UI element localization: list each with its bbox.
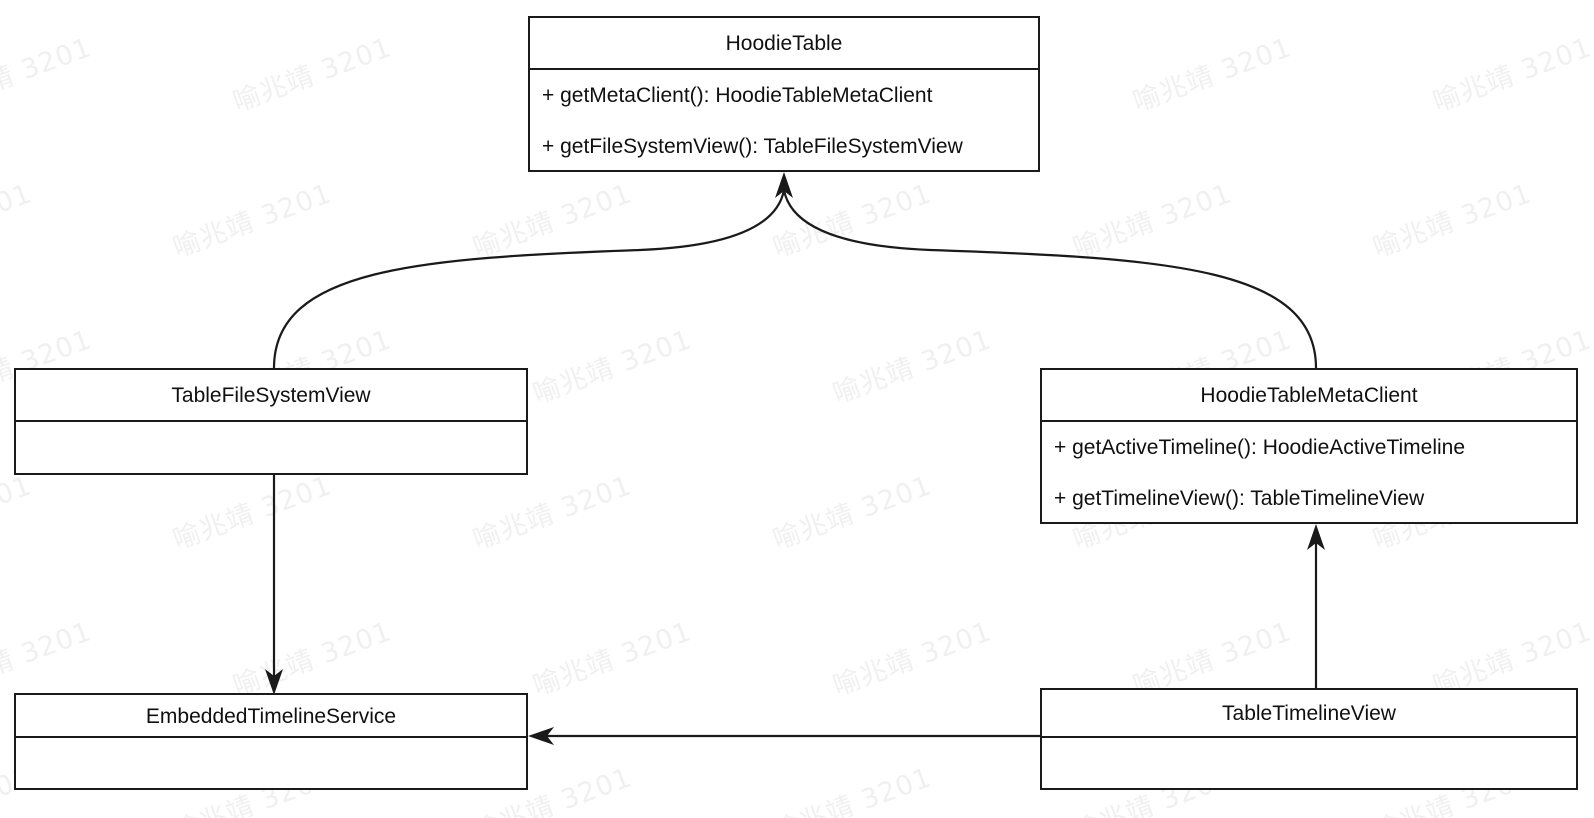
class-name-table-timeline-view: TableTimelineView: [1042, 690, 1576, 738]
arrowhead-into-hoodietablemetaclient-bottom: [1307, 524, 1325, 550]
watermark-text: 喻兆靖 3201: [769, 470, 936, 557]
watermark-text: 喻兆靖 3201: [1429, 32, 1594, 119]
class-box-hoodie-table[interactable]: HoodieTable + getMetaClient(): HoodieTab…: [528, 16, 1040, 172]
arrowhead-into-embeddedtimelineservice-top: [265, 669, 283, 695]
class-members-table-timeline-view: [1042, 738, 1576, 790]
watermark-text: 喻兆靖 3201: [469, 178, 636, 265]
watermark-text: 喻兆靖 3201: [169, 178, 336, 265]
watermark-text: 喻兆靖 3201: [769, 762, 936, 818]
watermark-text: 喻兆靖 3201: [0, 470, 36, 556]
watermark-text: 喻兆靖 3201: [829, 324, 996, 411]
class-box-table-timeline-view[interactable]: TableTimelineView: [1040, 688, 1578, 790]
watermark-text: 喻兆靖 3201: [0, 616, 96, 703]
watermark-text: 喻兆靖 3201: [1369, 178, 1536, 265]
class-member: + getTimelineView(): TableTimelineView: [1054, 487, 1425, 510]
watermark-text: 喻兆靖 3201: [0, 178, 36, 264]
class-box-embedded-timeline-service[interactable]: EmbeddedTimelineService: [14, 693, 528, 790]
watermark-text: 喻兆靖 3201: [469, 470, 636, 557]
watermark-text: 喻兆靖 3201: [829, 616, 996, 703]
arrowhead-into-embeddedtimelineservice-right: [528, 727, 554, 745]
watermark-text: 喻兆靖 3201: [769, 178, 936, 265]
class-box-table-file-system-view[interactable]: TableFileSystemView: [14, 368, 528, 475]
watermark-text: 喻兆靖 3201: [229, 616, 396, 703]
class-member: + getActiveTimeline(): HoodieActiveTimel…: [1054, 436, 1466, 459]
class-members-table-file-system-view: [16, 422, 526, 474]
watermark-text: 喻兆靖 3201: [1069, 178, 1236, 265]
watermark-text: 喻兆靖 3201: [529, 616, 696, 703]
watermark-text: 喻兆靖 3201: [0, 32, 96, 119]
class-members-hoodie-table-meta-client: + getActiveTimeline(): HoodieActiveTimel…: [1042, 422, 1576, 524]
watermark-text: 喻兆靖 3201: [1129, 32, 1296, 119]
class-name-hoodie-table: HoodieTable: [530, 18, 1038, 70]
class-members-embedded-timeline-service: [16, 738, 526, 790]
arrowhead-into-hoodietable: [775, 172, 793, 198]
watermark-text: 喻兆靖 3201: [229, 32, 396, 119]
class-name-embedded-timeline-service: EmbeddedTimelineService: [16, 695, 526, 738]
class-name-table-file-system-view: TableFileSystemView: [16, 370, 526, 422]
class-members-hoodie-table: + getMetaClient(): HoodieTableMetaClient…: [530, 70, 1038, 172]
edge-tablefilesystemview-to-hoodietable: [272, 189, 786, 369]
class-member: + getFileSystemView(): TableFileSystemVi…: [542, 135, 963, 158]
watermark-text: 喻兆靖 3201: [169, 470, 336, 557]
class-member: + getMetaClient(): HoodieTableMetaClient: [542, 84, 933, 107]
class-box-hoodie-table-meta-client[interactable]: HoodieTableMetaClient + getActiveTimelin…: [1040, 368, 1578, 524]
class-name-hoodie-table-meta-client: HoodieTableMetaClient: [1042, 370, 1576, 422]
watermark-text: 喻兆靖 3201: [529, 324, 696, 411]
edge-hoodietablemetaclient-to-hoodietable: [782, 189, 1318, 369]
